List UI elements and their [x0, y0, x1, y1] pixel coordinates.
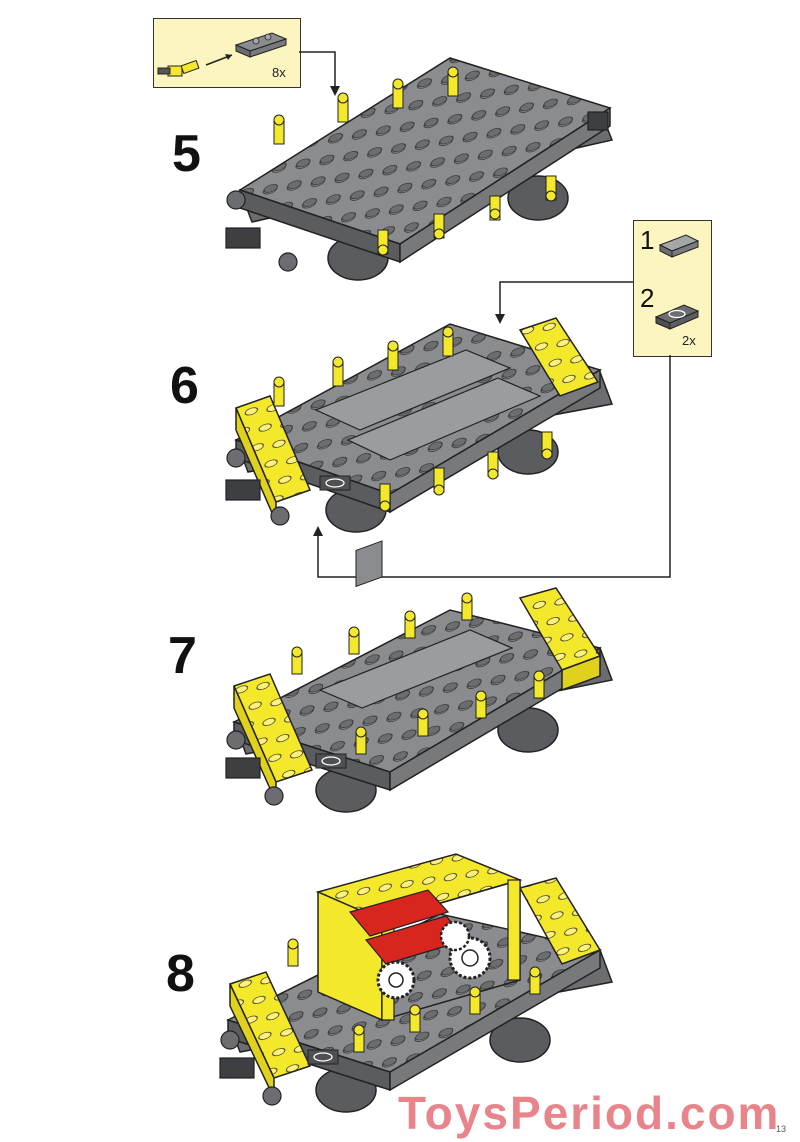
- plate-part-icon: [234, 32, 288, 58]
- step-number-7: 7: [168, 627, 197, 685]
- watermark-text: ToysPeriod.com: [398, 1087, 781, 1139]
- step5-connector-arrow: [299, 51, 340, 96]
- step6-model: [225, 317, 614, 533]
- page-number: 13: [776, 1124, 787, 1134]
- step7-model: [225, 540, 614, 813]
- step8-model: [219, 853, 614, 1113]
- step5-callout-parts: [157, 32, 288, 77]
- step6-connector-arrow-top: [495, 281, 633, 324]
- pin-part-icon: [157, 59, 200, 77]
- step6-part2-index: 2: [640, 283, 655, 313]
- step6-connector-arrow-bottom: [313, 355, 671, 578]
- step-number-6: 6: [170, 357, 199, 415]
- decorated-tile-part-icon: [654, 304, 700, 330]
- step6-callout-parts: [654, 234, 700, 330]
- step6-part1-index: 1: [640, 225, 655, 255]
- step5-parts-callout: 8x: [153, 18, 301, 88]
- step5-model: [225, 57, 614, 281]
- step6-callout-multiplier: 2x: [682, 333, 696, 348]
- step-number-5: 5: [172, 125, 201, 183]
- tile-part-icon: [658, 234, 700, 258]
- step5-callout-multiplier: 8x: [272, 65, 286, 80]
- step-number-8: 8: [166, 945, 195, 1003]
- step6-parts-callout: 1 2 2x: [633, 220, 712, 357]
